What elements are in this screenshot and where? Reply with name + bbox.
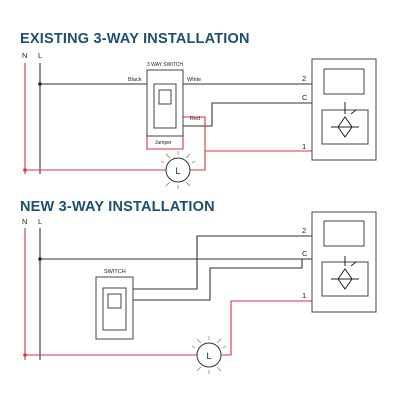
new-wire-1-to-lamp (221, 300, 312, 356)
existing-terminal-2: 2 (302, 74, 306, 83)
existing-dimmer-display (323, 68, 365, 95)
new-dimmer-display (323, 220, 365, 247)
existing-switch-label: 3 WAY SWITCH (147, 62, 183, 68)
existing-line-label: L (38, 51, 42, 60)
existing-terminal-c: C (302, 93, 308, 102)
existing-lamp: L (160, 151, 196, 189)
new-installation-title: NEW 3-WAY INSTALLATION (20, 199, 215, 215)
new-switch-toggle (107, 293, 122, 309)
existing-red-terminal-label: Red (190, 116, 200, 122)
new-wire-2-to-switch (133, 235, 312, 290)
existing-jumper-label: Jumper (155, 140, 172, 146)
existing-installation-title: EXISTING 3-WAY INSTALLATION (20, 31, 250, 47)
existing-lamp-label: L (175, 166, 180, 176)
new-neutral-label: N (22, 217, 27, 226)
existing-white-terminal-label: White (187, 77, 201, 83)
new-line-label: L (38, 217, 42, 226)
existing-jumper-wire (146, 132, 184, 150)
new-terminal-1: 1 (302, 291, 306, 300)
existing-wire-lamp-to-red (190, 151, 206, 171)
existing-wire-common (183, 102, 312, 127)
existing-switch-toggle (158, 89, 172, 105)
existing-terminal-1: 1 (302, 142, 306, 151)
existing-wire-red-to-1 (183, 116, 312, 152)
existing-black-terminal-label: Black (128, 77, 142, 83)
new-lamp-label: L (206, 351, 211, 361)
new-terminal-c: C (302, 249, 308, 258)
new-switch-label: SWITCH (104, 269, 126, 275)
existing-neutral-label: N (22, 51, 27, 60)
existing-triac-symbol (331, 102, 359, 138)
new-diagram: N L SWITCH L (22, 211, 377, 374)
new-lamp: L (191, 336, 227, 374)
new-triac-symbol (331, 256, 359, 290)
new-terminal-2: 2 (302, 226, 306, 235)
existing-diagram: N L 3 WAY SWITCH Black White Red Jumper (22, 51, 377, 189)
new-wire-traveler (133, 259, 303, 301)
